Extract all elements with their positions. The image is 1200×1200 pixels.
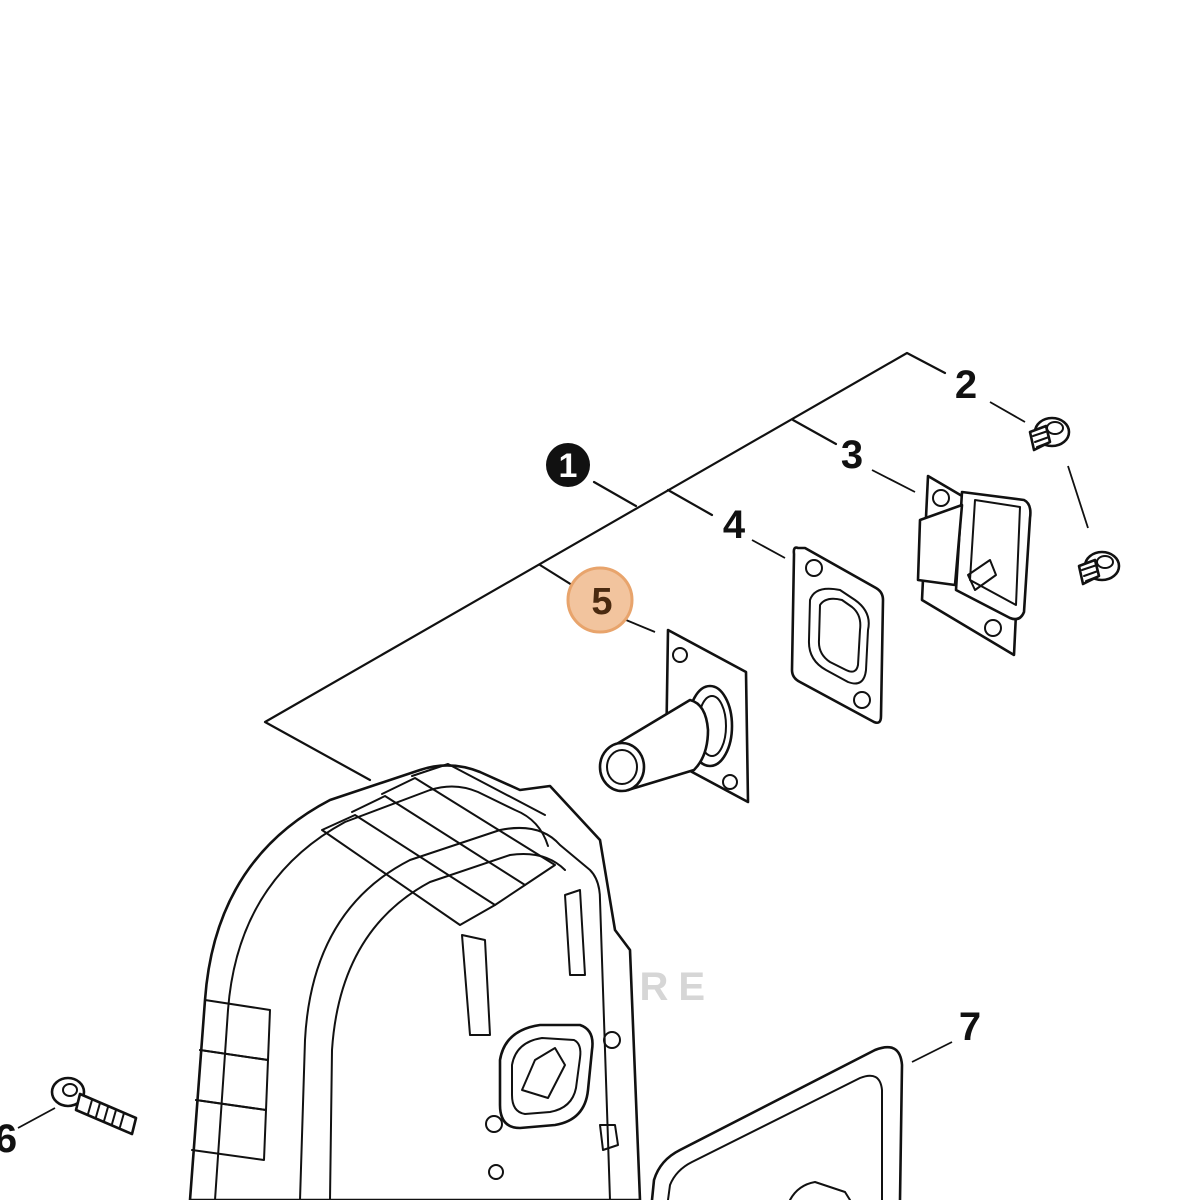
assembly-bracket bbox=[263, 351, 947, 782]
callout-7[interactable]: 7 bbox=[959, 1005, 981, 1049]
callout-6[interactable]: 6 bbox=[0, 1117, 17, 1161]
callout-3[interactable]: 3 bbox=[841, 433, 863, 477]
screw-part-2-upper[interactable] bbox=[1028, 416, 1071, 452]
exhaust-pipe-part-5[interactable] bbox=[598, 628, 750, 804]
callout-1[interactable]: 1 bbox=[546, 443, 590, 487]
svg-text:1: 1 bbox=[559, 447, 578, 485]
svg-text:5: 5 bbox=[591, 581, 612, 623]
exhaust-flange-part-3[interactable] bbox=[916, 474, 1032, 657]
leader-lines bbox=[17, 401, 1089, 1129]
gasket-part-4[interactable] bbox=[790, 546, 885, 725]
bolt-part-6[interactable] bbox=[50, 1076, 138, 1136]
screw-part-2-lower[interactable] bbox=[1077, 550, 1121, 586]
gasket-part-7[interactable] bbox=[650, 1045, 904, 1200]
muffler-body[interactable] bbox=[188, 763, 642, 1200]
callout-5-highlighted[interactable]: 5 bbox=[566, 566, 634, 634]
callout-2[interactable]: 2 bbox=[955, 363, 977, 407]
callout-4[interactable]: 4 bbox=[723, 503, 746, 547]
